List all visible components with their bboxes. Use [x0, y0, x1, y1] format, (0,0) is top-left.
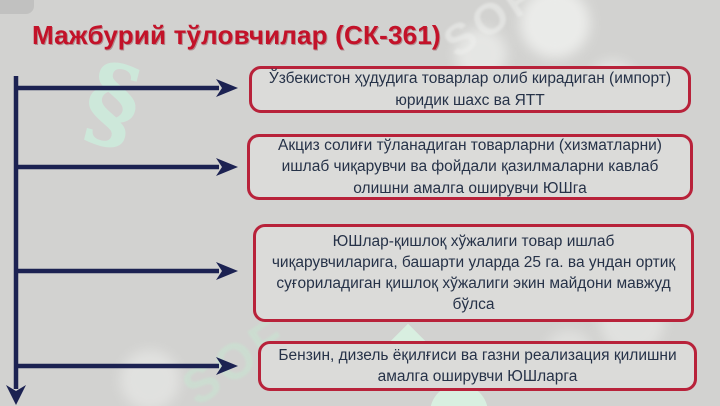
flow-box-fuel-sellers: Бензин, дизель ёқилғиси ва газни реализа… [258, 341, 697, 391]
flow-box-text: ЮШлар-қишлоқ хўжалиги товар ишлаб чиқару… [271, 232, 676, 314]
flow-box-text: Ўзбекистон ҳудудига товарлар олиб киради… [268, 70, 672, 109]
flow-box-text: Бензин, дизель ёқилғиси ва газни реализа… [278, 346, 677, 385]
flow-box-agricultural-producers: ЮШлар-қишлоқ хўжалиги товар ишлаб чиқару… [253, 224, 694, 322]
flow-box-excise-producers: Акциз солиғи тўланадиган товарларни (хиз… [247, 134, 693, 200]
flow-box-importers: Ўзбекистон ҳудудига товарлар олиб киради… [249, 66, 691, 113]
flow-box-text: Акциз солиғи тўланадиган товарларни (хиз… [278, 137, 662, 197]
slide-title: Мажбурий тўловчилар (СК-361) [32, 20, 441, 50]
